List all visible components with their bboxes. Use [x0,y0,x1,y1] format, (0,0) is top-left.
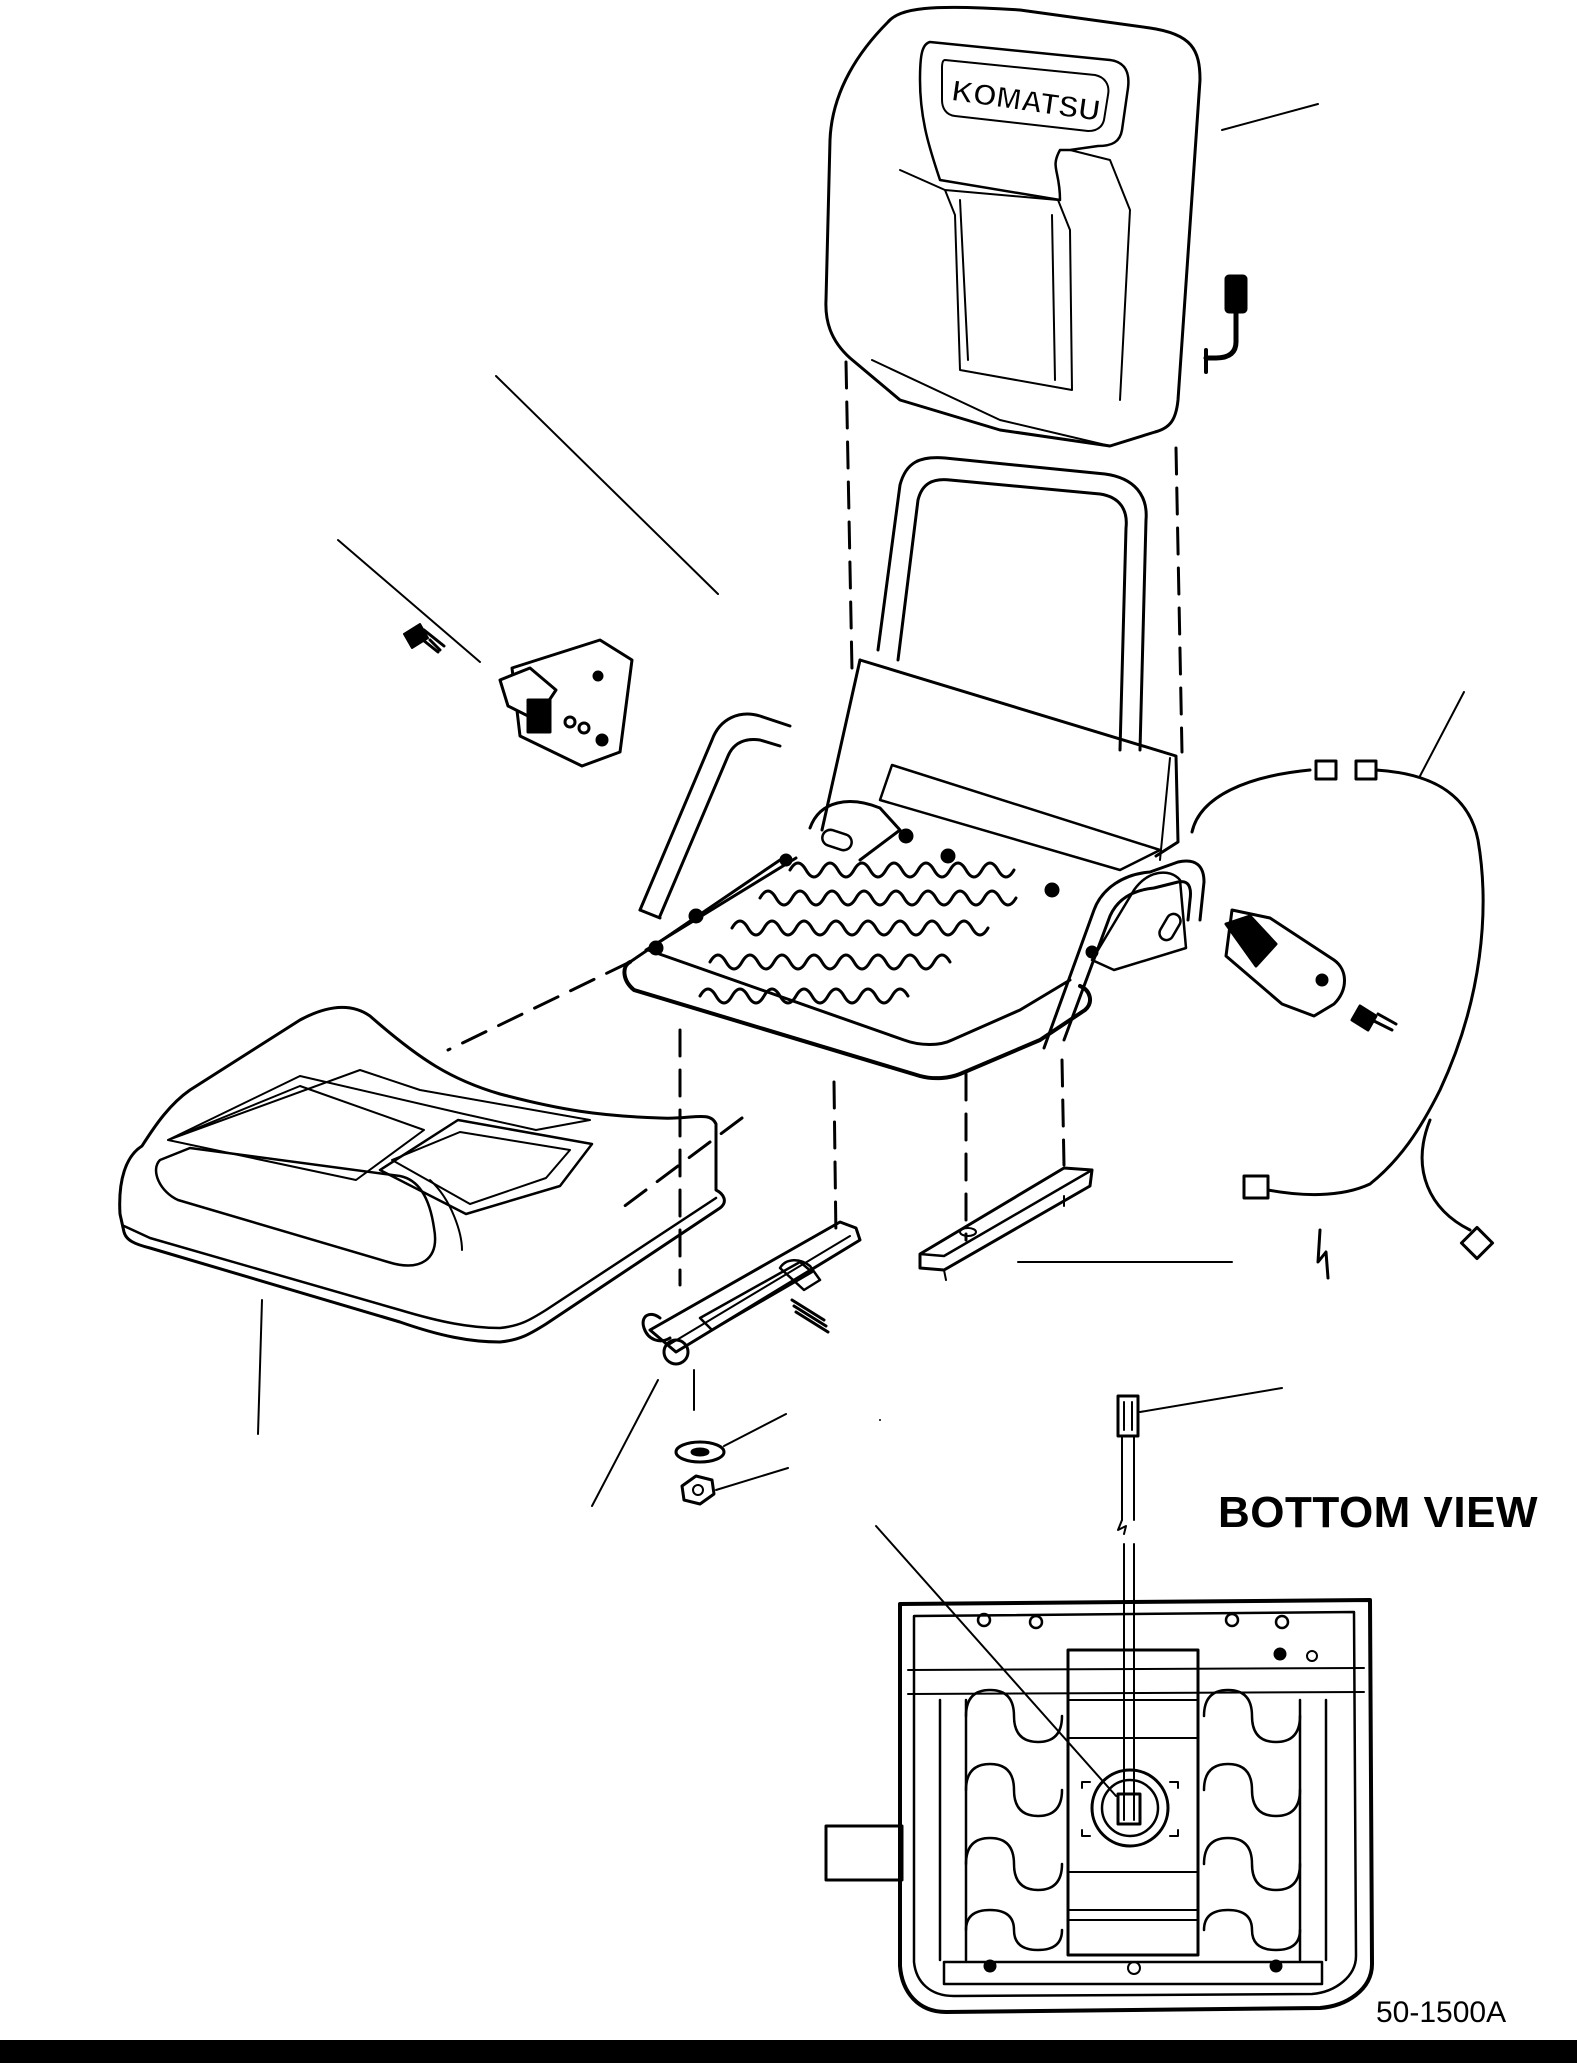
switch-bracket-right [1224,908,1398,1032]
wire-harness [1190,691,1495,1280]
alignment-lines [446,360,1184,1287]
bolt-left [403,623,446,654]
svg-text:KOMATSU: KOMATSU [950,75,1103,128]
seat-frame [495,375,1206,1081]
bottom-view-springs [938,1688,1328,1962]
switch-bracket-left [337,539,634,768]
bolt-right [1350,1004,1398,1032]
seat-slide-rail [591,1220,862,1507]
washer [674,1413,787,1464]
brand-emblem: KOMATSU [949,74,1103,129]
page-border-bar [0,2040,1577,2063]
figure-number: 50-1500A [1376,1996,1507,2029]
bottom-view-label: BOTTOM VIEW [1218,1488,1539,1537]
seat-springs [698,861,1018,1005]
backrest-cushion: KOMATSU [824,5,1319,448]
hex-nut [680,1467,789,1506]
backrest-adjust-knob [1203,274,1248,374]
seat-cushion [118,1005,726,1435]
bottom-view [824,1387,1374,2014]
spacer-bar [918,1166,1233,1281]
